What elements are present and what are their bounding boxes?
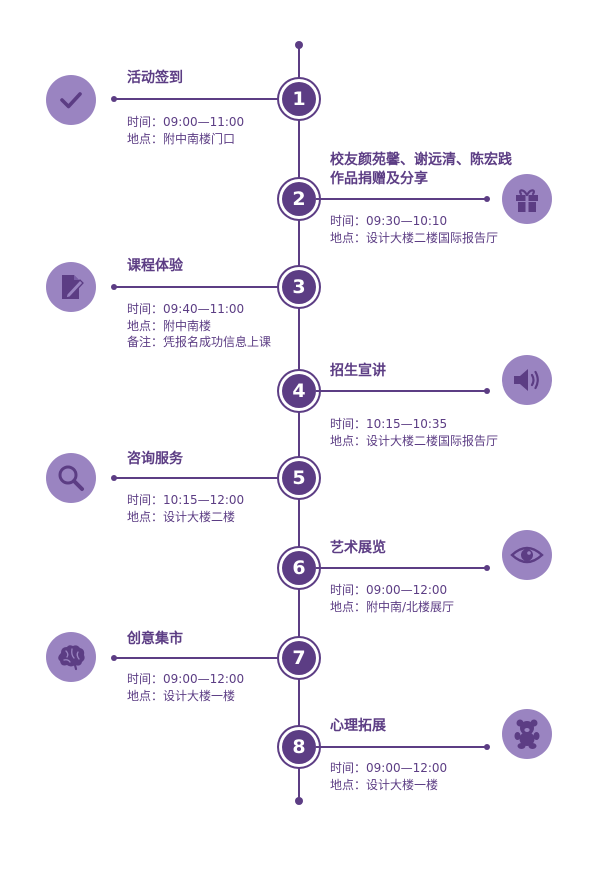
step-icon-circle (46, 453, 96, 503)
step-number-badge: 8 (282, 730, 316, 764)
step-icon-circle (502, 709, 552, 759)
step-number-badge: 2 (282, 182, 316, 216)
step-details: 时间：09:40—11:00 地点：附中南楼 备注：凭报名成功信息上课 (127, 301, 271, 351)
step-details: 时间：10:15—12:00 地点：设计大楼二楼 (127, 492, 244, 525)
step-icon-circle (502, 530, 552, 580)
step-details: 时间：09:00—12:00 地点：设计大楼一楼 (127, 671, 244, 704)
step-details: 时间：09:30—10:10 地点：设计大楼二楼国际报告厅 (330, 213, 498, 246)
gift-icon (516, 189, 538, 212)
step-location: 地点：设计大楼二楼 (127, 509, 236, 524)
step-icon-circle (46, 262, 96, 312)
step-time: 时间：09:00—12:00 (330, 761, 448, 775)
step-number-badge: 1 (282, 82, 316, 116)
step-title: 活动签到 (127, 70, 183, 86)
step-number-badge: 3 (282, 270, 316, 304)
connector-line (316, 567, 487, 569)
step-time: 时间：09:00—12:00 (127, 672, 245, 686)
connector-line (114, 98, 284, 100)
checkmark-icon (60, 92, 82, 109)
step-location: 地点：设计大楼二楼国际报告厅 (330, 433, 499, 448)
connector-end-dot (484, 565, 490, 571)
document-pen-icon (62, 275, 84, 299)
step-location: 地点：设计大楼一楼 (127, 688, 236, 703)
step-location: 地点：设计大楼二楼国际报告厅 (330, 230, 499, 245)
step-details: 时间：09:00—12:00 地点：设计大楼一楼 (330, 760, 447, 793)
connector-end-dot (484, 388, 490, 394)
step-location: 地点：附中南楼 (127, 318, 212, 333)
connector-line (114, 657, 284, 659)
step-time: 时间：10:15—10:35 (330, 417, 448, 431)
step-location: 地点：附中南楼门口 (127, 131, 236, 146)
step-title-line2: 作品捐赠及分享 (330, 171, 428, 187)
step-time: 时间：09:40—11:00 (127, 302, 245, 316)
teddy-bear-icon (514, 719, 540, 749)
connector-line (316, 746, 487, 748)
connector-line (316, 198, 487, 200)
step-icon-circle (502, 355, 552, 405)
step-time: 时间：09:30—10:10 (330, 214, 448, 228)
connector-line (114, 477, 284, 479)
connector-line (316, 390, 487, 392)
timeline-bottom-dot (295, 797, 303, 805)
step-note: 备注：凭报名成功信息上课 (127, 335, 272, 349)
step-title: 招生宣讲 (330, 363, 386, 379)
connector-line (114, 286, 284, 288)
step-details: 时间：10:15—10:35 地点：设计大楼二楼国际报告厅 (330, 416, 498, 449)
timeline-top-dot (295, 41, 303, 49)
eye-icon (510, 546, 544, 564)
step-number-badge: 7 (282, 641, 316, 675)
step-details: 时间：09:00—12:00 地点：附中南/北楼展厅 (330, 582, 454, 615)
step-number-badge: 4 (282, 374, 316, 408)
step-title: 校友颜苑馨、谢远清、陈宏践 (330, 152, 512, 168)
step-location: 地点：附中南/北楼展厅 (330, 599, 455, 614)
step-title: 心理拓展 (330, 718, 386, 734)
step-title: 课程体验 (127, 258, 183, 274)
step-title: 艺术展览 (330, 540, 386, 556)
step-icon-circle (502, 174, 552, 224)
connector-end-dot (484, 196, 490, 202)
step-number-badge: 5 (282, 461, 316, 495)
step-title: 咨询服务 (127, 451, 183, 467)
step-details: 时间：09:00—11:00 地点：附中南楼门口 (127, 114, 244, 147)
magnifier-icon (58, 465, 84, 491)
brain-icon (58, 645, 85, 671)
step-number-badge: 6 (282, 551, 316, 585)
step-time: 时间：09:00—12:00 (330, 583, 448, 597)
step-title: 创意集市 (127, 631, 183, 647)
step-icon-circle (46, 75, 96, 125)
step-time: 时间：10:15—12:00 (127, 493, 245, 507)
step-location: 地点：设计大楼一楼 (330, 777, 439, 792)
speaker-icon (514, 369, 539, 391)
timeline-spine (298, 45, 300, 801)
connector-end-dot (484, 744, 490, 750)
step-time: 时间：09:00—11:00 (127, 115, 245, 129)
step-icon-circle (46, 632, 96, 682)
